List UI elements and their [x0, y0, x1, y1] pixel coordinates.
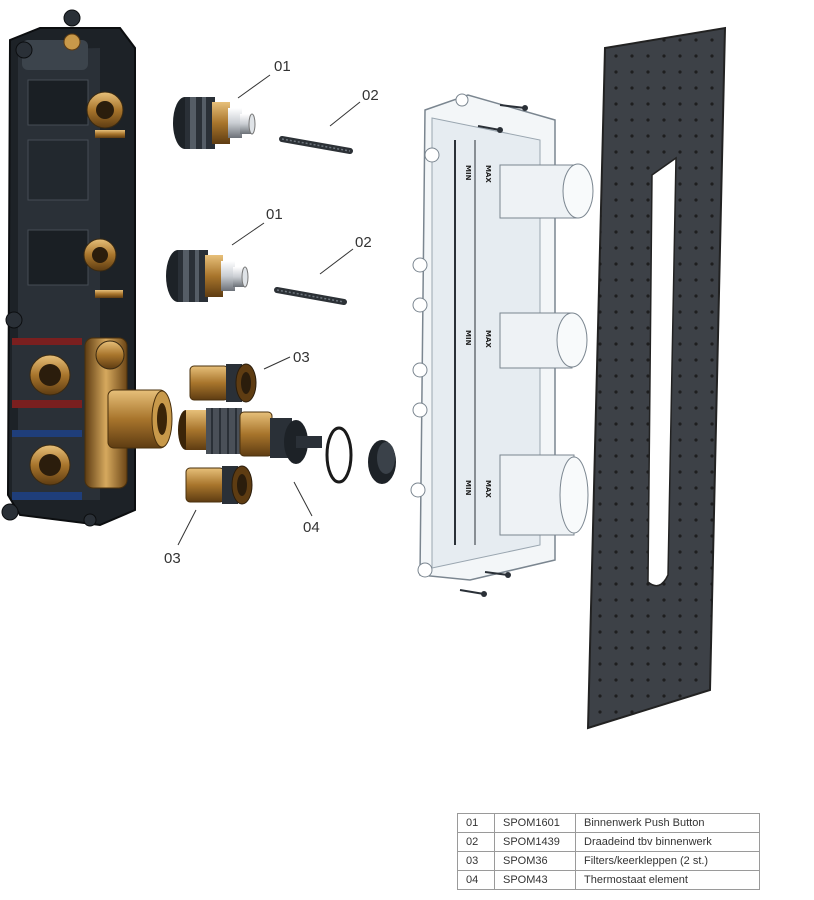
part-number: 04: [457, 870, 495, 890]
callout-01-lower: 01: [231, 206, 283, 246]
svg-text:03: 03: [293, 349, 310, 366]
max-label: MAX: [484, 330, 492, 348]
threaded-rod-upper: [279, 136, 353, 154]
table-row: 01 SPOM1601 Binnenwerk Push Button: [457, 813, 760, 833]
part-description: Binnenwerk Push Button: [575, 813, 760, 833]
callout-02-lower: 02: [319, 234, 372, 275]
part-number: 01: [457, 813, 495, 833]
min-label: MIN: [464, 330, 472, 346]
valve-body: [1, 9, 173, 527]
push-button-cartridge-upper: [173, 97, 256, 149]
part-description: Filters/keerkleppen (2 st.): [575, 851, 760, 871]
part-code: SPOM1601: [494, 813, 576, 833]
filter-check-valve-upper: [189, 363, 257, 403]
part-code: SPOM1439: [494, 832, 576, 852]
part-number: 03: [457, 851, 495, 871]
svg-text:03: 03: [164, 550, 181, 567]
callout-02-upper: 02: [329, 87, 379, 127]
part-description: Draadeind tbv binnenwerk: [575, 832, 760, 852]
table-row: 02 SPOM1439 Draadeind tbv binnenwerk: [457, 832, 760, 852]
push-button-cartridge-lower: [166, 250, 249, 302]
part-description: Thermostaat element: [575, 870, 760, 890]
transparent-mounting-box: [410, 93, 594, 597]
part-number: 02: [457, 832, 495, 852]
svg-text:02: 02: [362, 87, 379, 104]
threaded-rod-lower: [274, 287, 347, 305]
gauge-labels: MIN MAX MIN MAX MIN MAX: [464, 165, 492, 498]
callout-03-upper: 03: [263, 349, 310, 370]
max-label: MAX: [484, 480, 492, 498]
max-label: MAX: [484, 165, 492, 183]
callout-04: 04: [293, 481, 320, 536]
svg-text:01: 01: [274, 58, 291, 75]
thermostatic-element: [178, 408, 396, 484]
svg-text:02: 02: [355, 234, 372, 251]
min-label: MIN: [464, 165, 472, 181]
callout-03-lower: 03: [164, 509, 197, 567]
part-code: SPOM43: [494, 870, 576, 890]
parts-legend-table: 01 SPOM1601 Binnenwerk Push Button 02 SP…: [457, 813, 760, 890]
svg-text:01: 01: [266, 206, 283, 223]
table-row: 03 SPOM36 Filters/keerkleppen (2 st.): [457, 851, 760, 871]
min-label: MIN: [464, 480, 472, 496]
filter-check-valve-lower: [185, 465, 253, 505]
sealing-gasket-plate: [586, 26, 727, 730]
svg-text:04: 04: [303, 519, 320, 536]
table-row: 04 SPOM43 Thermostaat element: [457, 870, 760, 890]
part-code: SPOM36: [494, 851, 576, 871]
callout-01-upper: 01: [237, 58, 291, 99]
